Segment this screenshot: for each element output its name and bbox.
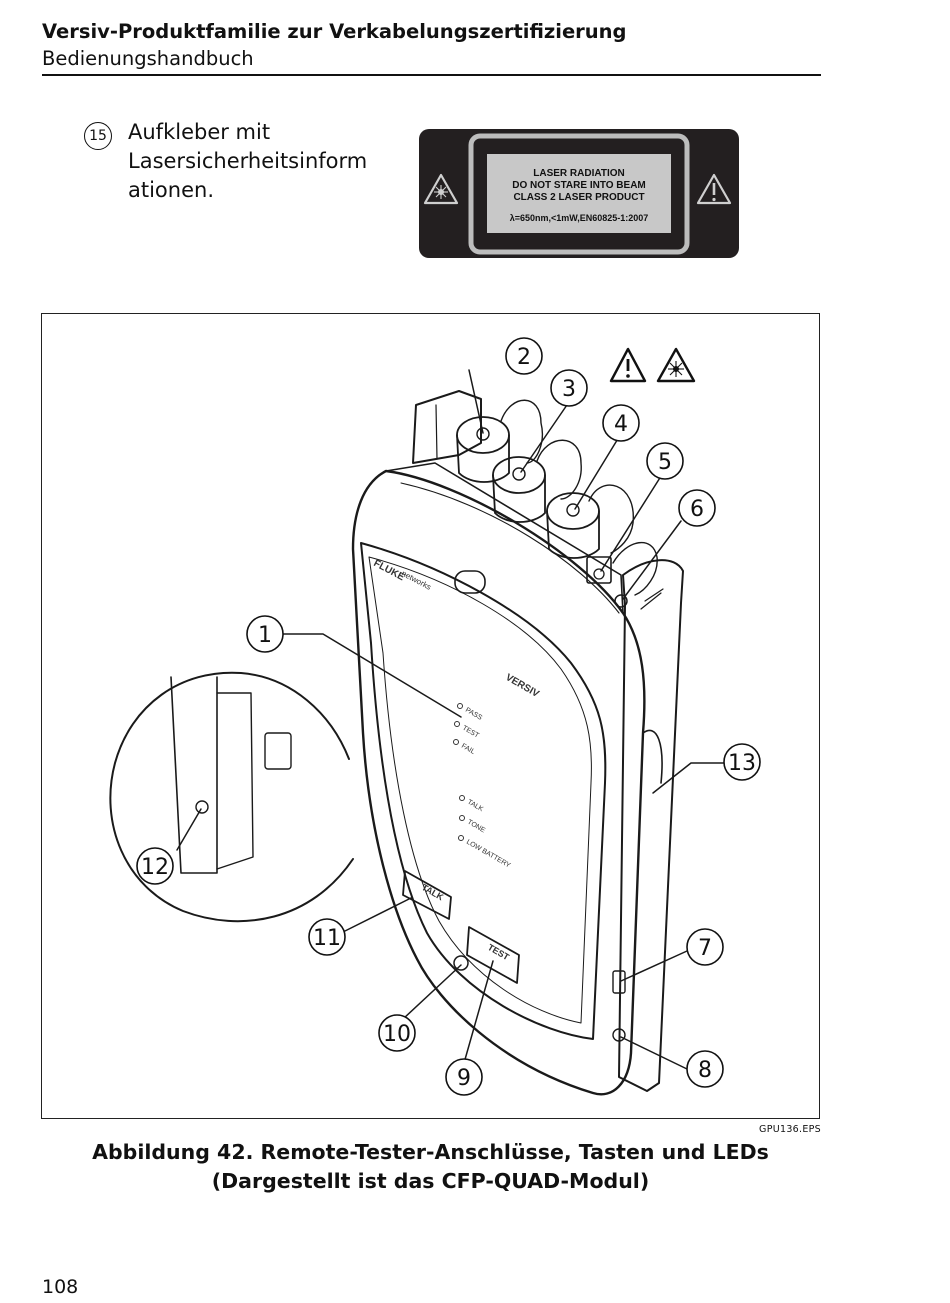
caption-line-1: Abbildung 42. Remote-Tester-Anschlüsse, … xyxy=(92,1140,769,1164)
item-line-3: ationen. xyxy=(128,178,214,202)
laser-safety-label: LASER RADIATION DO NOT STARE INTO BEAM C… xyxy=(419,129,739,258)
running-header-title: Versiv-Produktfamilie zur Verkabelungsze… xyxy=(42,20,627,43)
callout-2 xyxy=(505,337,543,375)
callout-13 xyxy=(723,743,761,781)
callout-1 xyxy=(246,615,284,653)
item-line-2: Lasersicherheitsinform xyxy=(128,149,368,173)
callout-12 xyxy=(136,847,174,885)
callout-5 xyxy=(646,442,684,480)
led-label-low-battery: LOW BATTERY xyxy=(465,839,512,870)
callout-9-label: 9 xyxy=(457,1066,471,1091)
callout-5-label: 5 xyxy=(658,450,672,475)
callout-4 xyxy=(602,404,640,442)
callout-3 xyxy=(550,369,588,407)
laser-starburst-icon xyxy=(423,173,459,205)
callout-7 xyxy=(686,928,724,966)
led-label-talk: TALK xyxy=(466,799,484,814)
callout-4-label: 4 xyxy=(614,412,628,437)
warning-triangle-icon xyxy=(609,347,647,383)
callout-10 xyxy=(378,1014,416,1052)
callout-10-label: 10 xyxy=(383,1022,411,1047)
caption-line-2: (Dargestellt ist das CFP-QUAD-Modul) xyxy=(211,1169,650,1193)
callout-3-label: 3 xyxy=(562,377,576,402)
callout-2-label: 2 xyxy=(517,345,531,370)
callout-8-label: 8 xyxy=(698,1058,712,1083)
figure-caption: Abbildung 42. Remote-Tester-Anschlüsse, … xyxy=(40,1138,821,1196)
callout-1-label: 1 xyxy=(258,623,272,648)
callout-11-label: 11 xyxy=(313,926,341,951)
figure-frame xyxy=(41,313,820,1119)
callout-6 xyxy=(678,489,716,527)
laser-label-line-4: λ=650nm,<1mW,EN60825-1:2007 xyxy=(510,213,649,223)
laser-label-line-3: CLASS 2 LASER PRODUCT xyxy=(513,192,644,203)
callout-6-label: 6 xyxy=(690,497,704,522)
figure-file-name: GPU136.EPS xyxy=(759,1124,821,1135)
callout-9 xyxy=(445,1058,483,1096)
item-number-badge: 15 xyxy=(84,122,112,150)
running-header-subtitle: Bedienungshandbuch xyxy=(42,47,254,70)
laser-label-line-1: LASER RADIATION xyxy=(533,168,624,179)
led-label-fail: FAIL xyxy=(460,743,476,756)
item-description: Aufkleber mit Lasersicherheitsinform ati… xyxy=(128,118,380,205)
item-line-1: Aufkleber mit xyxy=(128,120,271,144)
page-number: 108 xyxy=(42,1276,79,1298)
laser-label-line-2: DO NOT STARE INTO BEAM xyxy=(512,180,646,191)
model-label: VERSIV xyxy=(504,672,542,700)
header-rule xyxy=(42,74,821,76)
test-key-shape xyxy=(466,926,520,984)
test-key-label: TEST xyxy=(486,942,511,962)
remote-tester-illustration: FLUKE networks VERSIV PASS TEST FAIL TAL… xyxy=(109,337,761,1096)
brand-label: FLUKE xyxy=(372,558,407,584)
talk-key-label: TALK xyxy=(420,882,446,903)
led-label-tone: TONE xyxy=(466,819,487,835)
callout-8 xyxy=(686,1050,724,1088)
callout-11 xyxy=(308,918,346,956)
callout-13-label: 13 xyxy=(728,751,756,776)
led-label-test: TEST xyxy=(461,725,481,740)
talk-key-shape xyxy=(402,870,452,920)
laser-starburst-icon xyxy=(656,347,696,383)
led-label-pass: PASS xyxy=(464,707,484,722)
callout-12-label: 12 xyxy=(141,855,169,880)
warning-triangle-icon xyxy=(696,173,732,205)
callout-7-label: 7 xyxy=(698,936,712,961)
